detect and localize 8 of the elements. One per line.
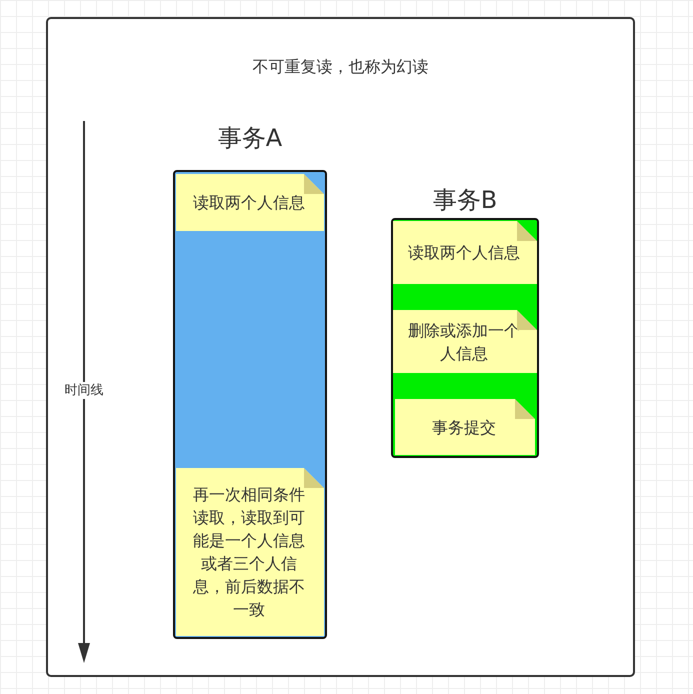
- column-heading: 事务A: [218, 124, 282, 152]
- sticky-note: 读取两个人信息: [393, 221, 537, 284]
- column-heading: 事务B: [432, 186, 498, 214]
- diagram-frame: [46, 17, 635, 677]
- sticky-note: 读取两个人信息: [176, 174, 324, 231]
- sticky-note: 再一次相同条件读取，读取到可能是一个人信息或者三个人信息，前后数据不一致: [176, 468, 324, 636]
- frame-title: 不可重复读，也称为幻读: [252, 57, 428, 76]
- sticky-note: 事务提交: [395, 399, 535, 455]
